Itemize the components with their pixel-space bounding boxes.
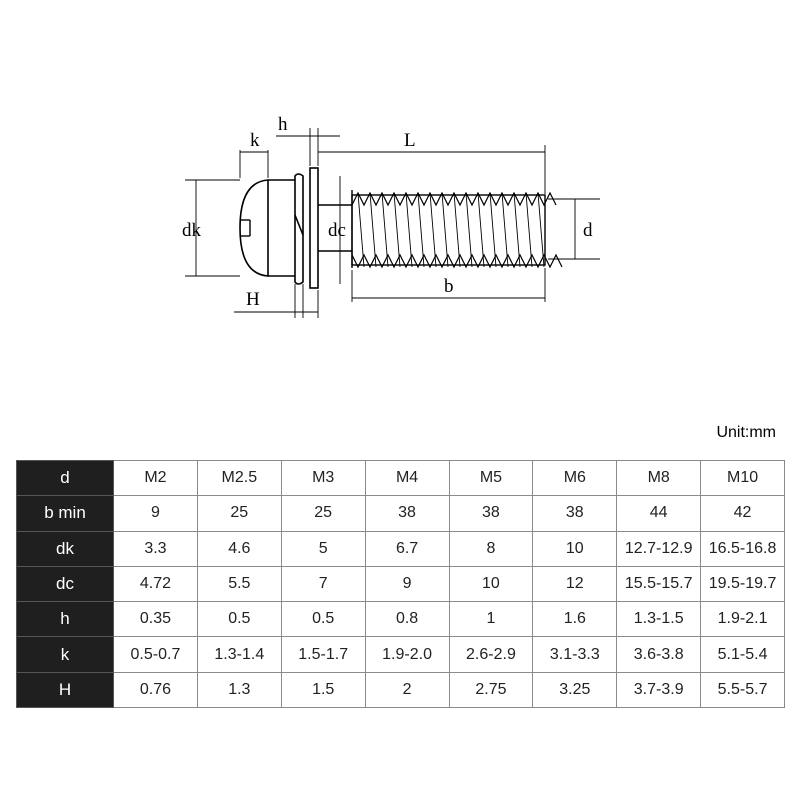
table-cell: 10 xyxy=(448,565,534,603)
table-cell: 38 xyxy=(364,495,450,532)
table-cell: 25 xyxy=(196,495,282,532)
table-cell: M3 xyxy=(280,459,366,497)
table-cell: 8 xyxy=(448,530,534,567)
flat-washer xyxy=(309,167,319,289)
screw-head xyxy=(239,179,269,277)
table-cell: 5 xyxy=(280,530,366,567)
table-cell: 0.76 xyxy=(113,671,198,709)
label-d: d xyxy=(583,220,593,241)
table-cell: 16.5-16.8 xyxy=(700,530,785,567)
table-cell: M4 xyxy=(364,459,450,497)
table-cell: 3.6-3.8 xyxy=(616,636,702,673)
table-cell: 38 xyxy=(532,495,618,532)
table-cell: 44 xyxy=(616,495,702,532)
table-cell: 5.5-5.7 xyxy=(700,671,785,709)
table-cell: M5 xyxy=(448,459,534,497)
row-header: d xyxy=(16,459,114,497)
table-cell: 2.6-2.9 xyxy=(448,636,534,673)
row-header: h xyxy=(16,601,114,638)
table-cell: 1.5-1.7 xyxy=(280,636,366,673)
table-cell: 1.3-1.5 xyxy=(616,601,702,638)
lock-washer xyxy=(294,173,304,285)
table-cell: 1 xyxy=(448,601,534,638)
table-cell: 42 xyxy=(700,495,785,532)
table-cell: 0.5 xyxy=(280,601,366,638)
table-cell: 5.1-5.4 xyxy=(700,636,785,673)
table-cell: 9 xyxy=(113,495,198,532)
table-cell: 0.5 xyxy=(196,601,282,638)
table-cell: 12.7-12.9 xyxy=(616,530,702,567)
row-header: H xyxy=(16,671,114,709)
table-cell: 38 xyxy=(448,495,534,532)
unit-label: Unit:mm xyxy=(716,424,776,441)
table-cell: 0.8 xyxy=(364,601,450,638)
row-header: b min xyxy=(16,495,114,532)
table-cell: 1.5 xyxy=(280,671,366,709)
table-cell: 3.3 xyxy=(113,530,198,567)
table-cell: M8 xyxy=(616,459,702,497)
table-cell: 12 xyxy=(532,565,618,603)
label-H: H xyxy=(246,289,260,310)
row-header: k xyxy=(16,636,114,673)
table-cell: M10 xyxy=(700,459,785,497)
table-cell: 3.1-3.3 xyxy=(532,636,618,673)
threaded-shank xyxy=(351,194,546,266)
table-cell: 1.3-1.4 xyxy=(196,636,282,673)
table-cell: 4.72 xyxy=(113,565,198,603)
table-cell: M2.5 xyxy=(196,459,282,497)
table-cell: 0.5-0.7 xyxy=(113,636,198,673)
table-cell: 2 xyxy=(364,671,450,709)
table-cell: 19.5-19.7 xyxy=(700,565,785,603)
table-cell: 1.9-2.0 xyxy=(364,636,450,673)
table-cell: 2.75 xyxy=(448,671,534,709)
table-cell: 0.35 xyxy=(113,601,198,638)
table-cell: 4.6 xyxy=(196,530,282,567)
label-b: b xyxy=(444,276,454,297)
table-cell: 1.9-2.1 xyxy=(700,601,785,638)
table-cell: M2 xyxy=(113,459,198,497)
table-cell: 9 xyxy=(364,565,450,603)
label-k: k xyxy=(250,130,260,151)
table-cell: 5.5 xyxy=(196,565,282,603)
table-cell: 25 xyxy=(280,495,366,532)
table-cell: 7 xyxy=(280,565,366,603)
label-dc: dc xyxy=(328,220,346,241)
table-cell: 6.7 xyxy=(364,530,450,567)
table-cell: 3.7-3.9 xyxy=(616,671,702,709)
screw-dimension-drawing: k h L dk dc d H b xyxy=(182,114,600,318)
row-header: dk xyxy=(16,530,114,567)
table-cell: 10 xyxy=(532,530,618,567)
row-header: dc xyxy=(16,565,114,603)
table-cell: 1.6 xyxy=(532,601,618,638)
table-cell: 3.25 xyxy=(532,671,618,709)
table-cell: 1.3 xyxy=(196,671,282,709)
label-dk: dk xyxy=(182,220,202,241)
label-L: L xyxy=(404,130,416,151)
label-h: h xyxy=(278,114,288,135)
table-cell: M6 xyxy=(532,459,618,497)
table-cell: 15.5-15.7 xyxy=(616,565,702,603)
